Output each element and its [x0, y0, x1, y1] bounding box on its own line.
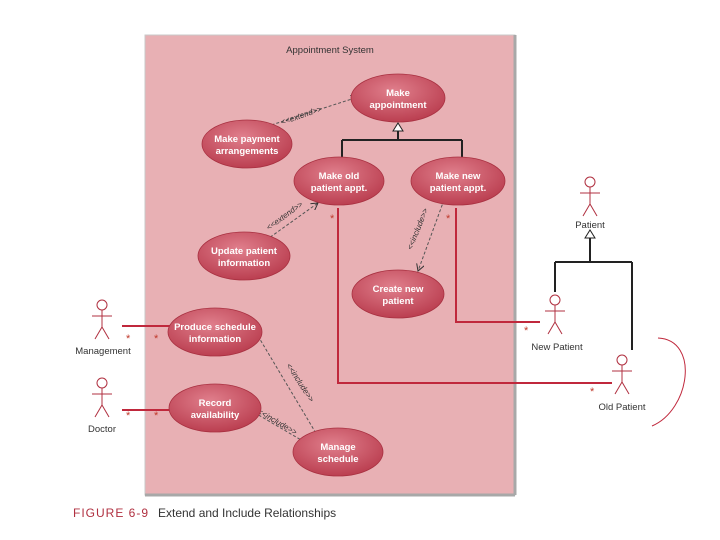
svg-text:availability: availability	[191, 410, 240, 421]
actor-label-old-patient: Old Patient	[599, 402, 646, 413]
multiplicity-old-appt: *	[330, 213, 335, 225]
actor-management[interactable]	[92, 299, 112, 340]
actor-new-patient[interactable]	[545, 294, 565, 335]
use-case-manage-schedule[interactable]: Manage schedule	[292, 427, 384, 477]
use-case-create-new-patient[interactable]: Create new patient	[351, 269, 445, 319]
use-case-make-payment-arrangements[interactable]: Make payment arrangements	[201, 119, 293, 169]
association-lines	[122, 208, 612, 411]
use-case-update-patient-information[interactable]: Update patient information	[197, 231, 291, 281]
svg-text:information: information	[218, 258, 270, 269]
figure-number: FIGURE 6-9	[73, 506, 149, 520]
svg-text:information: information	[189, 334, 241, 345]
svg-text:appointment: appointment	[370, 100, 428, 111]
use-case-make-old-patient-appt[interactable]: Make old patient appt.	[293, 156, 385, 206]
svg-text:patient appt.: patient appt.	[430, 183, 486, 194]
multiplicity-produce: *	[154, 333, 159, 345]
svg-text:Make: Make	[386, 88, 410, 99]
generalization-lines	[341, 131, 633, 350]
actor-old-patient[interactable]	[612, 354, 632, 395]
generalization-arrowhead	[392, 122, 404, 132]
svg-text:patient appt.: patient appt.	[311, 183, 367, 194]
svg-text:Make old: Make old	[319, 171, 360, 182]
actor-patient[interactable]	[580, 176, 600, 217]
svg-text:patient: patient	[382, 296, 414, 307]
svg-text:Manage: Manage	[320, 442, 355, 453]
svg-text:Update patient: Update patient	[211, 246, 278, 257]
actor-label-doctor: Doctor	[88, 424, 116, 435]
svg-text:Make payment: Make payment	[214, 134, 280, 145]
figure-caption: Extend and Include Relationships	[158, 506, 336, 520]
decorative-curve	[651, 337, 686, 427]
use-case-make-new-patient-appt[interactable]: Make new patient appt.	[410, 156, 506, 206]
multiplicity-new-appt: *	[446, 213, 451, 225]
svg-text:schedule: schedule	[317, 454, 358, 465]
svg-text:arrangements: arrangements	[216, 146, 279, 157]
multiplicity-new-patient: *	[524, 325, 529, 337]
actor-generalization-arrowhead	[584, 229, 596, 239]
svg-text:Make new: Make new	[436, 171, 481, 182]
system-title: Appointment System	[286, 45, 374, 56]
multiplicity-doctor: *	[126, 410, 131, 422]
use-case-record-availability[interactable]: Record availability	[168, 383, 262, 433]
multiplicity-management: *	[126, 333, 131, 345]
svg-text:Produce schedule: Produce schedule	[174, 322, 256, 333]
actor-label-patient: Patient	[575, 220, 605, 231]
actor-doctor[interactable]	[92, 377, 112, 418]
actor-label-new-patient: New Patient	[531, 342, 583, 353]
multiplicity-record: *	[154, 410, 159, 422]
multiplicity-old-patient: *	[590, 386, 595, 398]
svg-text:Record: Record	[199, 398, 232, 409]
use-case-make-appointment[interactable]: Make appointment	[350, 73, 446, 123]
svg-text:Create new: Create new	[373, 284, 424, 295]
use-case-produce-schedule-information[interactable]: Produce schedule information	[167, 307, 263, 357]
actor-label-management: Management	[75, 346, 131, 357]
